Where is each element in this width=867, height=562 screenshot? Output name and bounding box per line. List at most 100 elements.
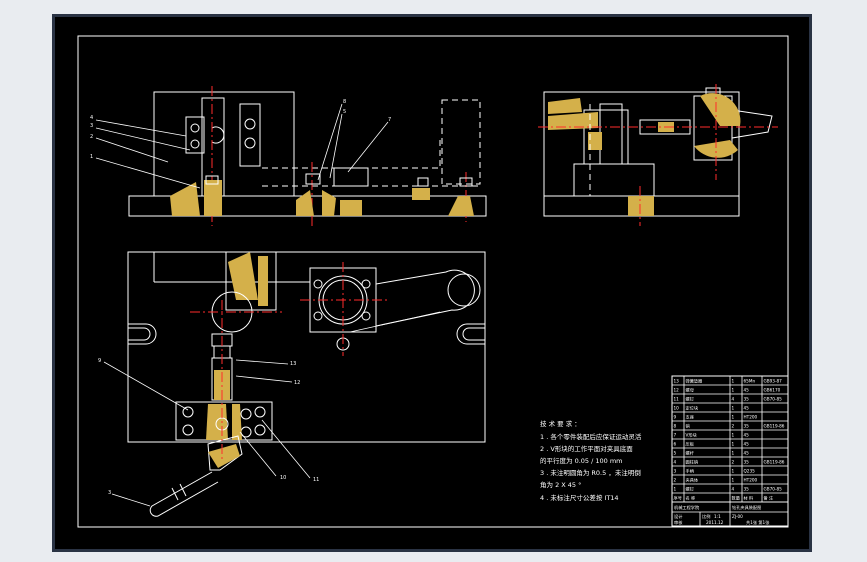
parts-cell: 3 [674,469,677,474]
tech-note-3-cont: 角为 2 X 45 ° [540,480,581,489]
parts-cell: 1 [732,433,735,438]
tech-note-2: 2 . V形块的工作平面对夹具底面 [540,444,633,453]
parts-cell: 圆柱销 [686,459,699,466]
parts-cell: 材 料 [744,495,755,502]
tech-note-3: 3 . 未注明圆角为 R0.5 ，未注明倒 [540,468,641,477]
parts-cell: V形块 [686,432,698,439]
parts-cell: 手柄 [686,468,694,475]
parts-cell: 螺杆 [686,450,695,457]
parts-cell: 45 [744,406,750,411]
parts-cell: GB70-85 [764,487,783,492]
parts-cell: 5 [674,451,677,456]
parts-cell: 45 [744,433,750,438]
callout-11: 11 [313,477,319,483]
parts-cell: 35 [744,397,750,402]
parts-cell: 螺母 [686,387,694,394]
parts-cell: 1 [732,388,735,393]
drawing-border [77,35,789,528]
callout-1: 1 [90,154,93,160]
parts-cell: 7 [674,433,677,438]
parts-cell: 8 [674,424,677,429]
parts-cell: 65Mn [744,379,756,384]
parts-cell: 备 注 [764,495,775,502]
parts-cell: 压板 [686,441,695,448]
parts-cell: 12 [674,388,680,393]
parts-cell: 6 [674,442,677,447]
parts-cell: 螺钉 [686,396,695,403]
parts-cell: 1 [732,469,735,474]
parts-cell: 4 [674,460,677,465]
parts-cell: Q235 [744,469,756,474]
drawing-paper [55,17,809,549]
parts-cell: 2 [674,478,677,483]
parts-cell: 4 [732,397,735,402]
parts-cell: 2 [732,460,735,465]
parts-cell: GB93-87 [764,379,783,384]
drawing-date: 2011.12 [706,520,724,525]
front-view-callouts: 4 3 2 1 8 5 7 [90,99,391,189]
sheet-count: 共1张 第1张 [746,519,770,526]
callout-8: 8 [343,99,346,105]
parts-cell: 35 [744,424,750,429]
parts-cell: 1 [674,487,677,492]
parts-cell: 35 [744,487,750,492]
scale-label: 比例 [702,513,710,520]
parts-cell: 45 [744,442,750,447]
parts-cell: 1 [732,451,735,456]
tech-note-1: 1 . 各个零件装配后应保证运动灵活 [540,432,642,441]
parts-cell: 1 [732,442,735,447]
parts-cell: 9 [674,415,677,420]
parts-cell: 45 [744,451,750,456]
callout-12: 12 [294,380,300,386]
parts-cell: 数量 [732,495,740,502]
parts-cell: 支座 [686,414,694,421]
tech-notes-heading: 技 术 要 求 ： [540,419,581,428]
parts-cell: GB119-86 [764,424,785,429]
parts-cell: GB119-86 [764,460,785,465]
callout-10: 10 [280,475,286,481]
tech-note-2-cont: 的平行度为 0.05 / 100 mm [540,456,623,465]
callout-3-handle: 3 [108,490,111,496]
parts-cell: 4 [732,487,735,492]
parts-cell: 1 [732,478,735,483]
parts-cell: 螺钉 [686,486,695,493]
designer-label: 设计 [674,513,682,520]
parts-cell: GB70-85 [764,397,783,402]
parts-cell: HT200 [744,478,758,483]
technical-requirements: 技 术 要 求 ： 1 . 各个零件装配后应保证运动灵活 2 . V形块的工作平… [540,419,642,502]
parts-cell: 名 称 [686,495,696,502]
parts-cell: 夹具体 [686,477,699,484]
top-view-callouts: 9 3 13 12 10 11 [98,311,441,507]
parts-cell: HT200 [744,415,758,420]
parts-cell: 序号 [674,495,682,502]
school-name: 机械工程学院 [674,504,700,511]
parts-cell: 弹簧垫圈 [686,378,703,385]
parts-cell: 35 [744,460,750,465]
tech-note-4: 4 . 未标注尺寸公差按 IT14 [540,493,619,502]
parts-cell: 13 [674,379,680,384]
drawing-code: ZJ-00 [732,514,743,519]
parts-cell: 45 [744,388,750,393]
callout-9: 9 [98,358,101,364]
parts-cell: 1 [732,379,735,384]
callout-3: 3 [90,123,93,129]
drawing-title: 钻孔夹具装配图 [732,504,761,511]
side-view [538,84,778,226]
callout-5: 5 [343,109,346,115]
parts-cell: 10 [674,406,680,411]
parts-cell: 定位块 [686,405,699,412]
callout-2: 2 [90,134,93,140]
callout-13: 13 [290,361,296,367]
callout-7: 7 [388,117,391,123]
parts-cell: 11 [674,397,680,402]
scale-value: 1:1 [714,514,721,519]
parts-cell: GB6170 [764,388,781,393]
callout-4: 4 [90,115,93,121]
parts-cell: 销 [686,423,690,430]
parts-cell: 1 [732,415,735,420]
parts-cell: 1 [732,406,735,411]
checker-label: 审核 [674,519,683,526]
